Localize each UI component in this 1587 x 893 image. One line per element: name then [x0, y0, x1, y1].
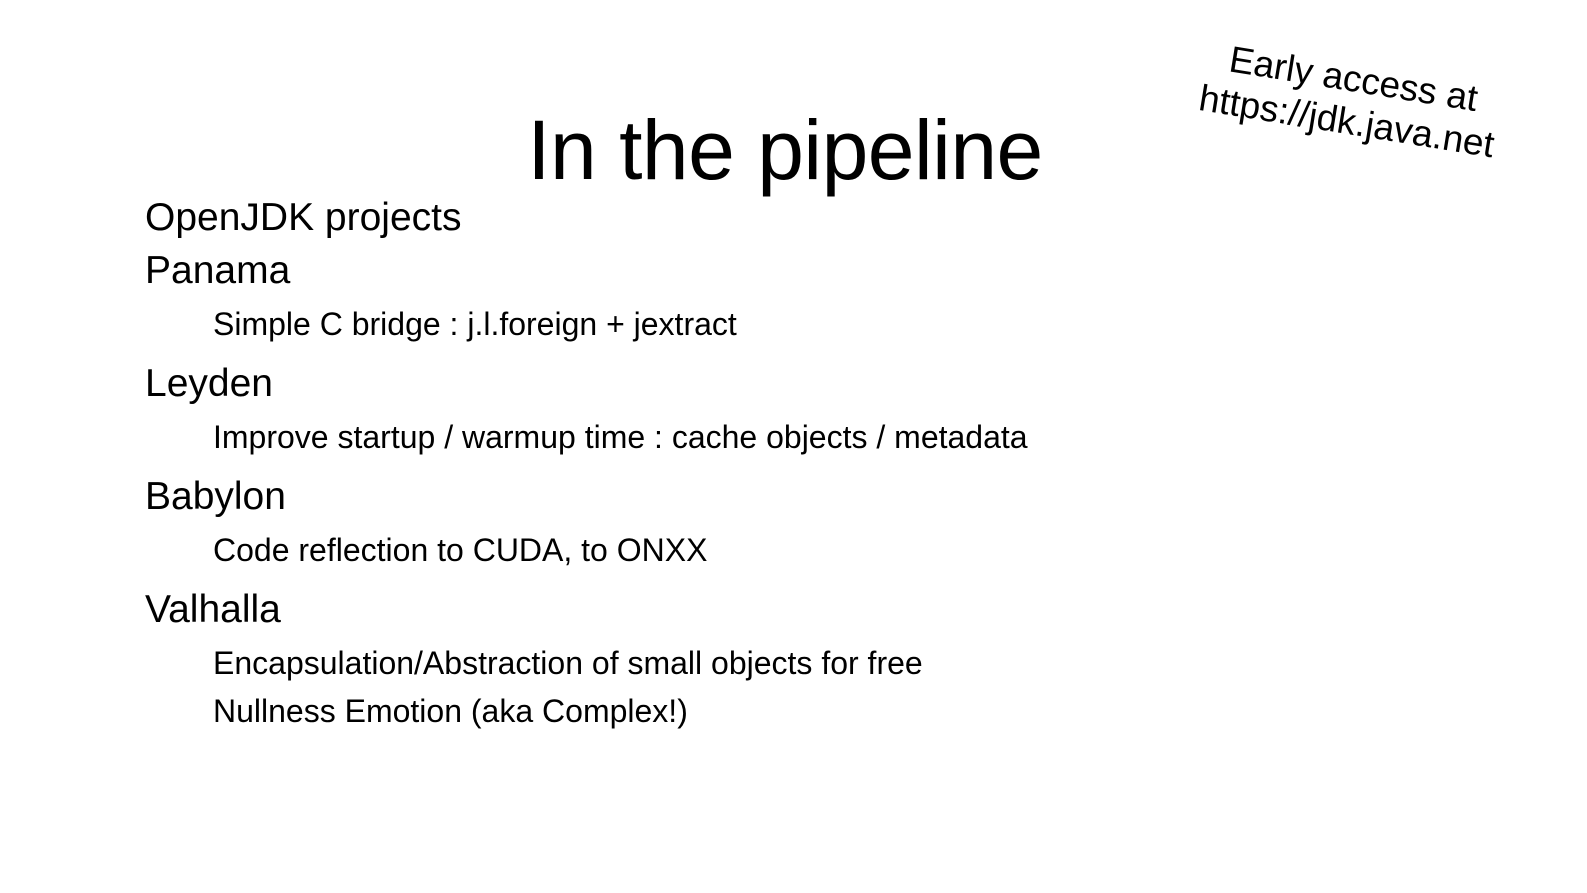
outline-item-valhalla: Valhalla — [145, 588, 281, 631]
outline-item-babylon: Babylon — [145, 475, 286, 518]
outline-item-leyden: Leyden — [145, 362, 273, 405]
outline-item-openjdk-projects: OpenJDK projects — [145, 196, 462, 239]
outline-subitem-babylon-detail: Code reflection to CUDA, to ONXX — [213, 532, 708, 568]
outline-list: OpenJDK projects Panama Simple C bridge … — [145, 198, 1495, 743]
outline-subitem-leyden-detail: Improve startup / warmup time : cache ob… — [213, 419, 1028, 455]
outline-subitem-valhalla-detail-2: Nullness Emotion (aka Complex!) — [213, 693, 688, 729]
outline-subitem-valhalla-detail-1: Encapsulation/Abstraction of small objec… — [213, 645, 923, 681]
page-title: In the pipeline — [527, 103, 1043, 198]
outline-subitem-panama-detail: Simple C bridge : j.l.foreign + jextract — [213, 306, 737, 342]
outline-item-panama: Panama — [145, 249, 291, 292]
